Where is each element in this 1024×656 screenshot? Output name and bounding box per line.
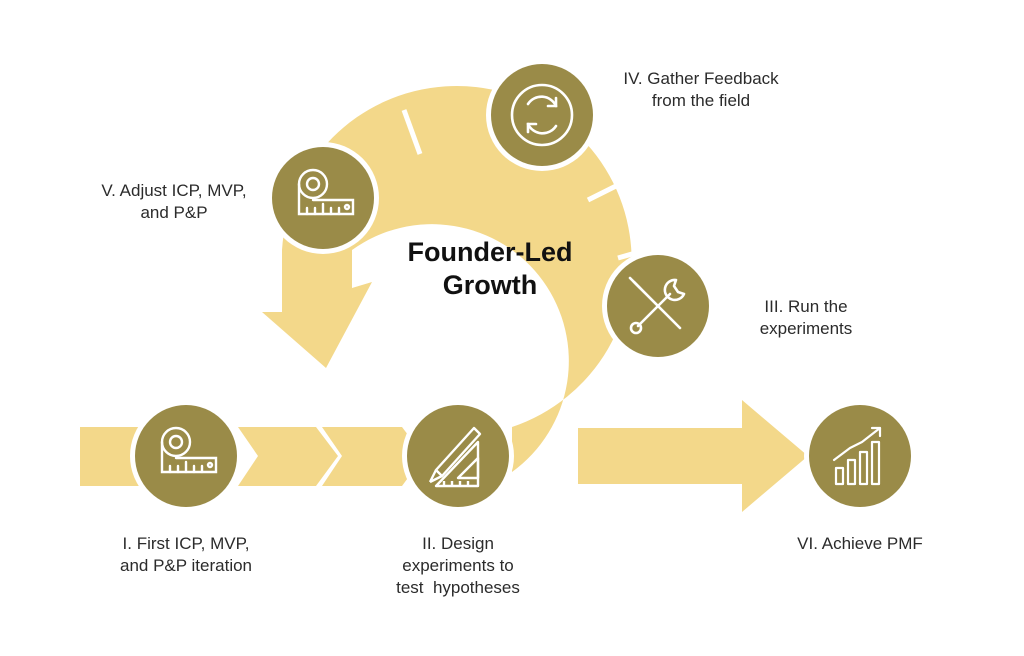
step-3-label-line: experiments [759, 319, 853, 338]
step-1-label-line: and P&P iteration [120, 556, 252, 575]
step-6-label-line: VI. Achieve PMF [797, 534, 923, 553]
node-step-2 [402, 400, 514, 512]
final-arrow [578, 400, 808, 512]
title-line-1: Founder-Led [407, 237, 573, 267]
measuring-tape-icon [297, 168, 355, 216]
step-5-label-line: V. Adjust ICP, MVP, [101, 181, 247, 200]
step-5-label: V. Adjust ICP, MVP, and P&P [84, 180, 264, 224]
measuring-tape-icon [160, 426, 218, 474]
growth-bar-chart-icon [832, 426, 882, 486]
step-3-label: III. Run the experiments [736, 296, 876, 340]
node-step-6 [804, 400, 916, 512]
title-line-2: Growth [442, 270, 538, 300]
node-step-5 [267, 142, 379, 254]
step-4-label-line: from the field [651, 91, 751, 110]
step-2-label-line: test hypotheses [396, 578, 520, 597]
step-5-label-line: and P&P [140, 203, 208, 222]
step-4-label-line: IV. Gather Feedback [623, 69, 779, 88]
step-2-label-line: II. Design [422, 534, 494, 553]
step-2-label-line: experiments to [402, 556, 514, 575]
arc-gap [401, 109, 423, 155]
pencil-ruler-icon [428, 426, 482, 488]
node-step-4 [486, 59, 598, 171]
arc-gap [586, 177, 630, 203]
wrench-screwdriver-icon [628, 276, 686, 335]
step-1-label: I. First ICP, MVP, and P&P iteration [96, 533, 276, 577]
diagram-title: Founder-Led Growth [380, 236, 600, 302]
arrow-chevron [238, 427, 338, 486]
step-6-label: VI. Achieve PMF [780, 533, 940, 555]
step-3-label-line: III. Run the [764, 297, 848, 316]
arc-gap [617, 243, 661, 261]
refresh-cycle-icon [510, 83, 574, 147]
node-step-1 [130, 400, 242, 512]
node-step-3 [602, 250, 714, 362]
step-2-label: II. Design experiments to test hypothese… [368, 533, 548, 599]
step-4-label: IV. Gather Feedback from the field [606, 68, 796, 112]
arrow-chevron [322, 427, 424, 486]
step-1-label-line: I. First ICP, MVP, [122, 534, 250, 553]
